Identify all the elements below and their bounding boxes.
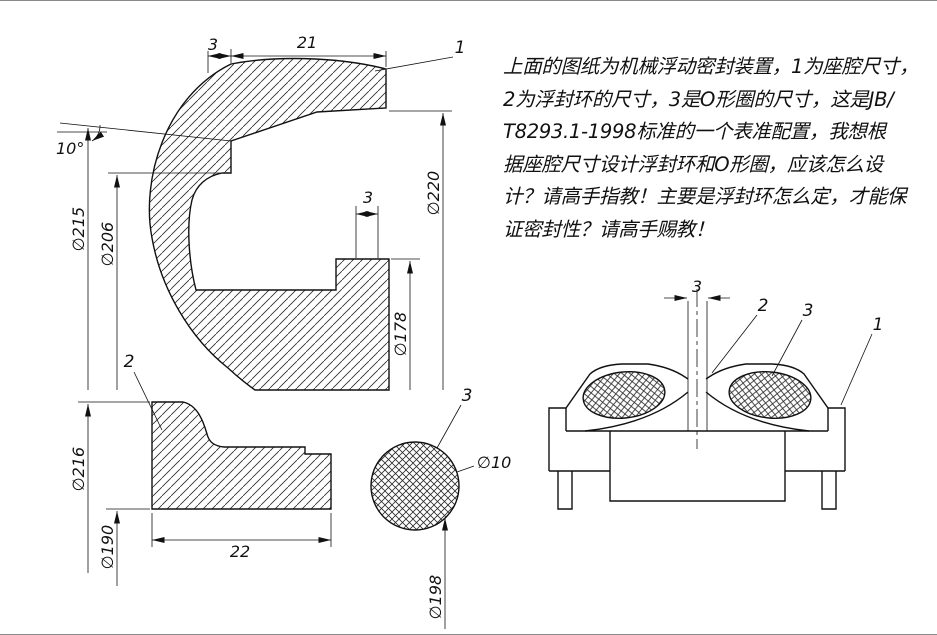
oring-cross-section — [370, 441, 460, 531]
balloon-2-leader — [133, 371, 163, 431]
balloon-oring-leader — [771, 319, 803, 377]
oring-left — [582, 371, 666, 419]
balloon-3-leader — [436, 404, 462, 449]
foot-left — [557, 471, 573, 510]
balloon-seat-leader — [840, 333, 873, 406]
dim-d10-leader — [456, 465, 475, 473]
dim-d198-label: ∅198 — [426, 575, 445, 619]
dim-d190-label: ∅190 — [98, 525, 117, 569]
assembly-view: 3 2 3 1 — [548, 277, 884, 510]
seat-section-view: 10° 3 21 1 ∅215 ∅206 ∅220 ∅178 3 — [56, 33, 466, 391]
dim-3-label: 3 — [208, 35, 218, 54]
ring-back-left — [584, 391, 689, 432]
dim-groove-label: 3 — [363, 188, 373, 207]
ring-back-right — [705, 391, 810, 432]
ring-section-body — [151, 401, 332, 510]
dim-d10-label: ∅10 — [477, 453, 511, 472]
balloon-ring-leader — [711, 314, 758, 374]
oring-detail-view: 3 ∅10 ∅198 — [370, 386, 511, 629]
dim-d220-label: ∅220 — [424, 171, 443, 215]
oring-right — [728, 371, 812, 419]
balloon-1-leader — [374, 56, 454, 72]
question-line: 上面的图纸为机械浮动密封装置，1为座腔尺寸， — [503, 55, 919, 78]
dim-d216-label: ∅216 — [69, 447, 88, 491]
lower-block — [609, 431, 786, 502]
dim-gap-label: 3 — [692, 277, 702, 296]
balloon-2-label: 2 — [124, 352, 135, 372]
dim-d178-label: ∅178 — [391, 312, 410, 356]
balloon-seat-label: 1 — [873, 315, 884, 335]
question-line: 据座腔尺寸设计浮封环和O形圈，应该怎么设 — [503, 152, 883, 176]
seat-section-body — [148, 57, 390, 391]
question-line: T8293.1-1998标准的一个表准配置，我想根 — [503, 120, 886, 143]
balloon-oring-label: 3 — [803, 301, 814, 321]
dim-22-label: 22 — [230, 542, 250, 561]
housing-outline-left — [548, 363, 689, 471]
dim-21-label: 21 — [297, 33, 317, 52]
question-line: 证密封性？请高手赐教！ — [503, 217, 715, 241]
balloon-3-label: 3 — [462, 386, 473, 406]
dim-d215-label: ∅215 — [69, 207, 88, 251]
taper-extension-line — [59, 122, 232, 142]
foot-right — [821, 471, 837, 510]
balloon-1-label: 1 — [455, 38, 466, 58]
angle-dim-label: 10° — [56, 139, 84, 158]
question-line: 计？请高手指教！主要是浮封环怎么定，才能保 — [503, 185, 907, 208]
angle-arc — [91, 124, 105, 142]
question-paragraph: 上面的图纸为机械浮动密封装置，1为座腔尺寸， 2为浮封环的尺寸，3是O形圈的尺寸… — [503, 51, 935, 246]
balloon-ring-label: 2 — [758, 296, 769, 316]
ring-section-view: 2 ∅216 ∅190 22 — [69, 352, 332, 586]
housing-outline-right — [705, 363, 846, 471]
dim-d206-label: ∅206 — [98, 222, 117, 266]
question-line: 2为浮封环的尺寸，3是O形圈的尺寸，这是JB/ — [503, 87, 894, 111]
